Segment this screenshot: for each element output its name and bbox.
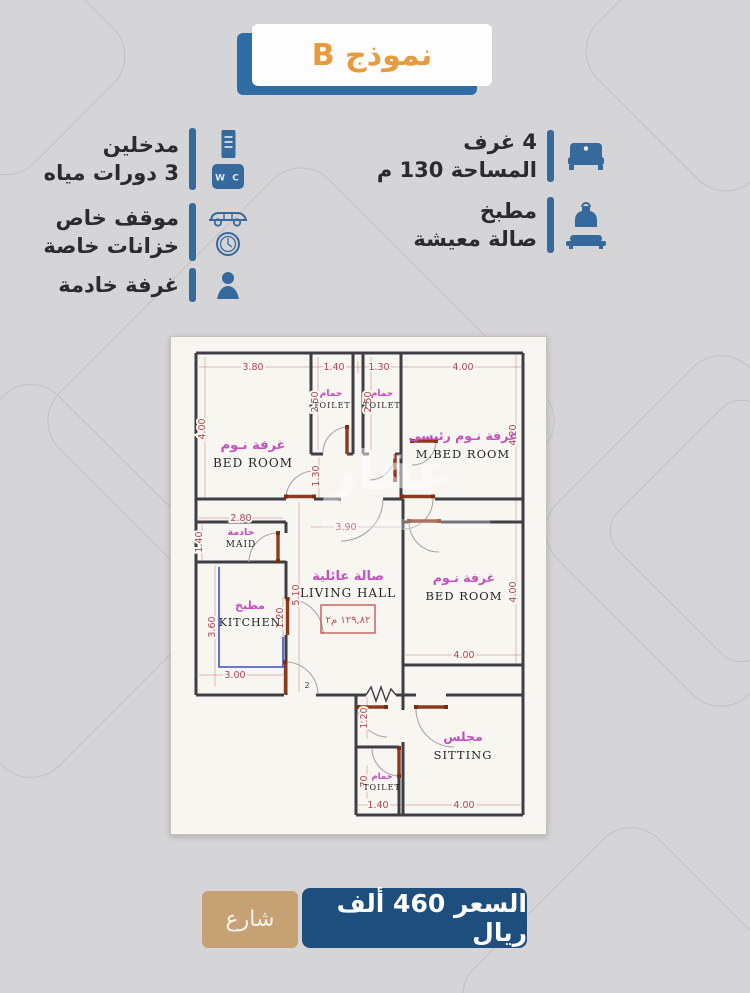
svg-text:4.00: 4.00 xyxy=(453,800,474,811)
svg-text:2: 2 xyxy=(304,681,309,690)
area-value: ١٢٩,٨٢ م٢ xyxy=(326,615,371,626)
svg-text:3.80: 3.80 xyxy=(242,362,263,373)
svg-text:.70: .70 xyxy=(359,775,370,790)
svg-text:3.00: 3.00 xyxy=(224,670,245,681)
bedroom1-label-ar: غرفة نـوم xyxy=(221,438,286,453)
dimension-lines xyxy=(195,355,524,806)
svg-text:1.40: 1.40 xyxy=(323,362,344,373)
area-box: ١٢٩,٨٢ م٢ xyxy=(320,604,376,634)
bedroom2-label-ar: غرفة نـوم xyxy=(433,570,495,586)
svg-text:4.00: 4.00 xyxy=(197,418,208,439)
living-label: صالة معيشة xyxy=(413,227,537,251)
toilet3-label-ar: حمام xyxy=(371,772,392,782)
kitchen-label: مطبخ xyxy=(479,199,537,223)
sitting-label-ar: مجلس xyxy=(443,729,483,744)
parking-label: موقف خاص xyxy=(55,206,179,230)
bathrooms-label: 3 دورات مياه xyxy=(43,161,179,185)
svg-text:1.30: 1.30 xyxy=(368,362,389,373)
feature-maid-room: غرفة خادمة xyxy=(58,268,250,302)
model-title-box: نموذج B xyxy=(252,24,492,86)
sofa-icon xyxy=(566,234,606,249)
wc-icon: W C xyxy=(212,163,244,189)
master-bedroom-label-ar: غرفة نـوم رئيسى xyxy=(408,428,517,444)
maid-label-ar: خادمة xyxy=(228,527,255,538)
svg-text:1.40: 1.40 xyxy=(367,800,388,811)
maid-label-en: MAID xyxy=(226,540,257,550)
toilet3-label-en: TOILET xyxy=(363,783,401,792)
master-bedroom-label-en: M.BED ROOM xyxy=(416,447,510,461)
feature-entrances-wc: مدخلين 3 دورات مياه W C xyxy=(44,128,250,190)
price-label: السعر 460 ألف ريال xyxy=(336,889,527,947)
watermark: عقار xyxy=(321,439,491,530)
kitchen-counter-line xyxy=(218,567,284,668)
accent-bar xyxy=(189,203,196,261)
svg-text:4.00: 4.00 xyxy=(452,362,473,373)
svg-text:4.00: 4.00 xyxy=(508,581,519,602)
rooms-count-label: 4 غرف xyxy=(463,130,537,154)
tank-icon xyxy=(216,232,240,256)
tanks-label: خزانات خاصة xyxy=(43,234,179,258)
floorplan-drawing: 3.80 1.40 1.30 4.00 4.00 1.40 3.60 2.50 … xyxy=(192,351,525,817)
toilet2-label-ar: حمام xyxy=(371,389,394,399)
svg-text:1.20: 1.20 xyxy=(359,707,370,728)
svg-text:1.40: 1.40 xyxy=(194,531,205,552)
door-leaves xyxy=(276,425,448,778)
svg-text:2.80: 2.80 xyxy=(230,513,251,524)
accent-bar xyxy=(547,130,554,182)
wc-icon-label: W C xyxy=(215,173,241,183)
model-title: نموذج B xyxy=(311,37,433,73)
feature-rooms-area: 4 غرف المساحة 130 م xyxy=(377,128,608,184)
svg-text:1.20: 1.20 xyxy=(275,607,286,628)
apron-icon xyxy=(575,201,597,227)
room-labels: غرفة نـوم BED ROOM حمام TOILET حمام TOIL… xyxy=(213,389,518,792)
bedroom1-label-en: BED ROOM xyxy=(213,456,293,470)
maid-person-icon xyxy=(217,272,239,299)
feature-kitchen-living: مطبخ صالة معيشة xyxy=(413,197,608,253)
toilet2-label-en: TOILET xyxy=(363,401,401,410)
accent-bar xyxy=(189,268,196,302)
svg-text:1.30: 1.30 xyxy=(311,465,322,486)
kitchen-label-ar: مطبخ xyxy=(235,599,265,612)
accent-bar xyxy=(189,128,196,190)
svg-text:3.60: 3.60 xyxy=(207,616,218,637)
bedroom2-label-en: BED ROOM xyxy=(425,589,502,603)
svg-text:4.20: 4.20 xyxy=(508,424,519,445)
living-hall-label-ar: صالة عائلية xyxy=(312,569,384,584)
svg-text:4.00: 4.00 xyxy=(453,650,474,661)
door-icon xyxy=(221,129,235,158)
entry-zigzag xyxy=(365,684,397,704)
street-badge: شارع xyxy=(202,891,298,948)
area-label: المساحة 130 م xyxy=(376,158,537,182)
svg-text:عقار: عقار xyxy=(322,439,452,502)
car-icon xyxy=(209,212,248,227)
sitting-label-en: SITTING xyxy=(434,748,493,762)
price-badge: السعر 460 ألف ريال xyxy=(302,888,527,948)
svg-text:2.50: 2.50 xyxy=(363,391,374,412)
entrances-label: مدخلين xyxy=(102,133,179,157)
svg-text:2.50: 2.50 xyxy=(310,391,321,412)
door-arcs xyxy=(248,426,455,777)
svg-text:5.10: 5.10 xyxy=(291,584,302,605)
feature-parking-tanks: موقف خاص خزانات خاصة xyxy=(43,203,250,261)
street-label: شارع xyxy=(225,907,275,932)
kitchen-label-en: KITCHEN xyxy=(219,616,282,629)
toilet1-label-en: TOILET xyxy=(313,401,351,410)
floorplan-sheet: 3.80 1.40 1.30 4.00 4.00 1.40 3.60 2.50 … xyxy=(170,336,547,835)
dimension-labels: 3.80 1.40 1.30 4.00 4.00 1.40 3.60 2.50 … xyxy=(192,360,521,813)
living-hall-label-en: LIVING HALL xyxy=(300,586,396,600)
accent-bar xyxy=(547,197,554,253)
svg-text:3.90: 3.90 xyxy=(335,522,356,533)
toilet1-label-ar: حمام xyxy=(320,389,343,399)
maid-room-label: غرفة خادمة xyxy=(58,273,179,297)
bed-icon xyxy=(568,143,604,170)
